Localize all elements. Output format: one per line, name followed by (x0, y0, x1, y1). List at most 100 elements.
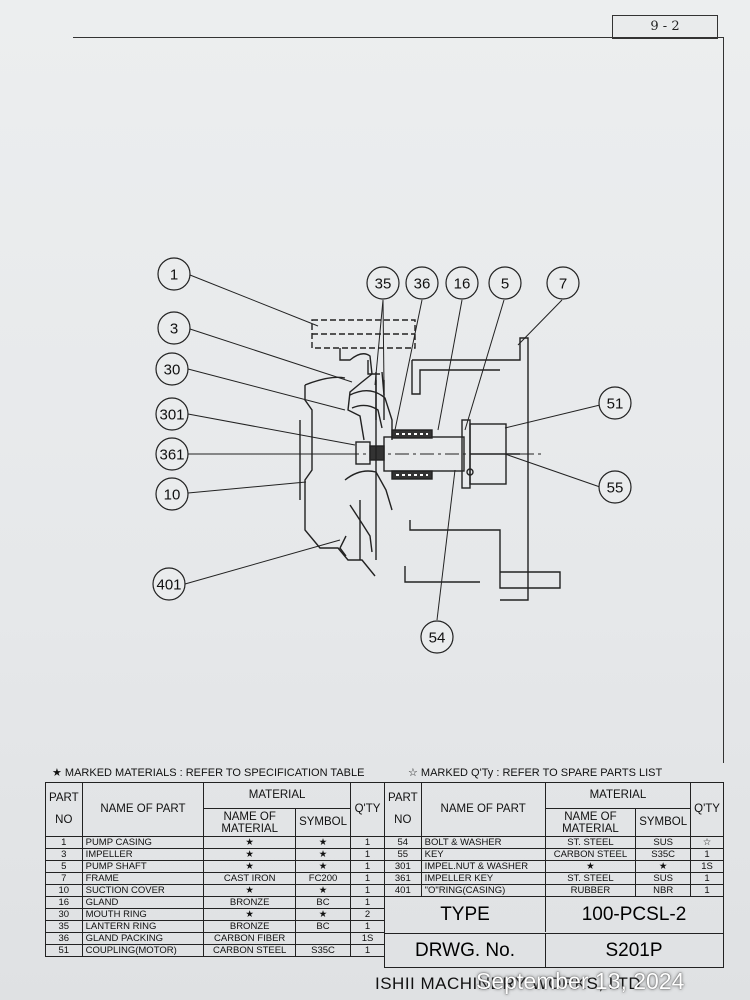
cell-material: ★ (203, 848, 297, 861)
cell-qty: 1S (350, 932, 385, 945)
callout-35: 35 (366, 266, 400, 300)
cell-symbol: NBR (635, 884, 692, 897)
col-symbol: SYMBOL (635, 808, 692, 837)
svg-text:7: 7 (559, 276, 567, 293)
cell-material: ★ (544, 860, 637, 873)
cell-part-no: 361 (384, 872, 422, 885)
callout-36: 36 (405, 266, 439, 300)
title-block: TYPE 100-PCSL-2 DRWG. No. S201P (384, 896, 724, 968)
col-name-of-material: NAME OF MATERIAL (203, 808, 297, 837)
cell-part-no: 55 (384, 848, 422, 861)
col-symbol: SYMBOL (295, 808, 351, 837)
cell-material: ★ (203, 860, 297, 873)
cell-part-no: 30 (45, 908, 83, 921)
cell-part-no: 36 (45, 932, 83, 945)
cell-part-name: SUCTION COVER (81, 884, 205, 897)
cell-material: ★ (203, 908, 297, 921)
cell-part-name: BOLT & WASHER (420, 836, 546, 849)
cell-qty: 1 (350, 848, 385, 861)
cell-material: BRONZE (203, 896, 297, 909)
cell-symbol: BC (295, 920, 351, 933)
col-name-of-part: NAME OF PART (420, 782, 546, 837)
note-marked-qty: ☆ MARKED Q'Ty : REFER TO SPARE PARTS LIS… (408, 767, 663, 779)
svg-text:361: 361 (159, 447, 184, 464)
type-value: 100-PCSL-2 (581, 904, 687, 925)
cell-part-no: 5 (45, 860, 83, 873)
cell-qty: 1 (350, 884, 385, 897)
callout-361: 361 (155, 437, 189, 471)
cell-qty: 1 (690, 872, 724, 885)
cell-part-no: 54 (384, 836, 422, 849)
cell-qty: 1 (690, 884, 724, 897)
callout-401: 401 (152, 567, 186, 601)
col-material: MATERIAL (544, 782, 692, 809)
cell-part-name: KEY (420, 848, 546, 861)
cell-part-no: 51 (45, 944, 83, 957)
cell-symbol: ★ (295, 836, 351, 849)
cell-symbol: S35C (635, 848, 692, 861)
cell-material: CARBON STEEL (544, 848, 637, 861)
cell-part-name: "O"RING(CASING) (420, 884, 546, 897)
callout-55: 55 (598, 470, 632, 504)
company-name: ISHII MACHINERY WORKS, LTD. (375, 974, 647, 993)
cell-material: ST. STEEL (544, 872, 637, 885)
cell-material: ST. STEEL (544, 836, 637, 849)
drawing-frame (73, 37, 724, 763)
svg-text:35: 35 (375, 276, 392, 293)
cell-qty: 1 (350, 860, 385, 873)
cell-qty: 1 (350, 896, 385, 909)
cell-part-name: LANTERN RING (81, 920, 205, 933)
cell-qty: 1 (350, 872, 385, 885)
cell-part-no: 10 (45, 884, 83, 897)
cell-part-no: 7 (45, 872, 83, 885)
cell-qty: 1S (690, 860, 724, 873)
cell-part-no: 1 (45, 836, 83, 849)
page-number: 9 - 2 (612, 15, 718, 39)
cell-symbol: ★ (635, 860, 692, 873)
type-label: TYPE (385, 897, 546, 932)
note-marked-materials: ★ MARKED MATERIALS : REFER TO SPECIFICAT… (52, 767, 365, 779)
cell-symbol: BC (295, 896, 351, 909)
cell-material: ★ (203, 884, 297, 897)
cell-symbol: SUS (635, 836, 692, 849)
callout-5: 5 (488, 266, 522, 300)
cell-qty: 1 (350, 920, 385, 933)
svg-text:301: 301 (159, 407, 184, 424)
cell-symbol: ★ (295, 908, 351, 921)
cell-part-name: GLAND PACKING (81, 932, 205, 945)
drawing-number-label: DRWG. No. (385, 933, 546, 968)
callout-16: 16 (445, 266, 479, 300)
callout-7: 7 (546, 266, 580, 300)
svg-text:54: 54 (429, 630, 446, 647)
callout-51: 51 (598, 386, 632, 420)
cell-part-name: COUPLING(MOTOR) (81, 944, 205, 957)
svg-text:3: 3 (170, 321, 178, 338)
cell-part-name: IMPEL.NUT & WASHER (420, 860, 546, 873)
col-name-of-material: NAME OF MATERIAL (544, 808, 637, 837)
cell-material: CAST IRON (203, 872, 297, 885)
cell-part-no: 401 (384, 884, 422, 897)
cell-symbol: ★ (295, 884, 351, 897)
cell-qty: 1 (350, 836, 385, 849)
svg-text:1: 1 (170, 267, 178, 284)
cell-symbol: ★ (295, 848, 351, 861)
cell-part-name: GLAND (81, 896, 205, 909)
svg-text:16: 16 (454, 276, 471, 293)
cell-material: BRONZE (203, 920, 297, 933)
callout-3: 3 (157, 311, 191, 345)
cell-part-name: IMPELLER KEY (420, 872, 546, 885)
cell-part-name: FRAME (81, 872, 205, 885)
